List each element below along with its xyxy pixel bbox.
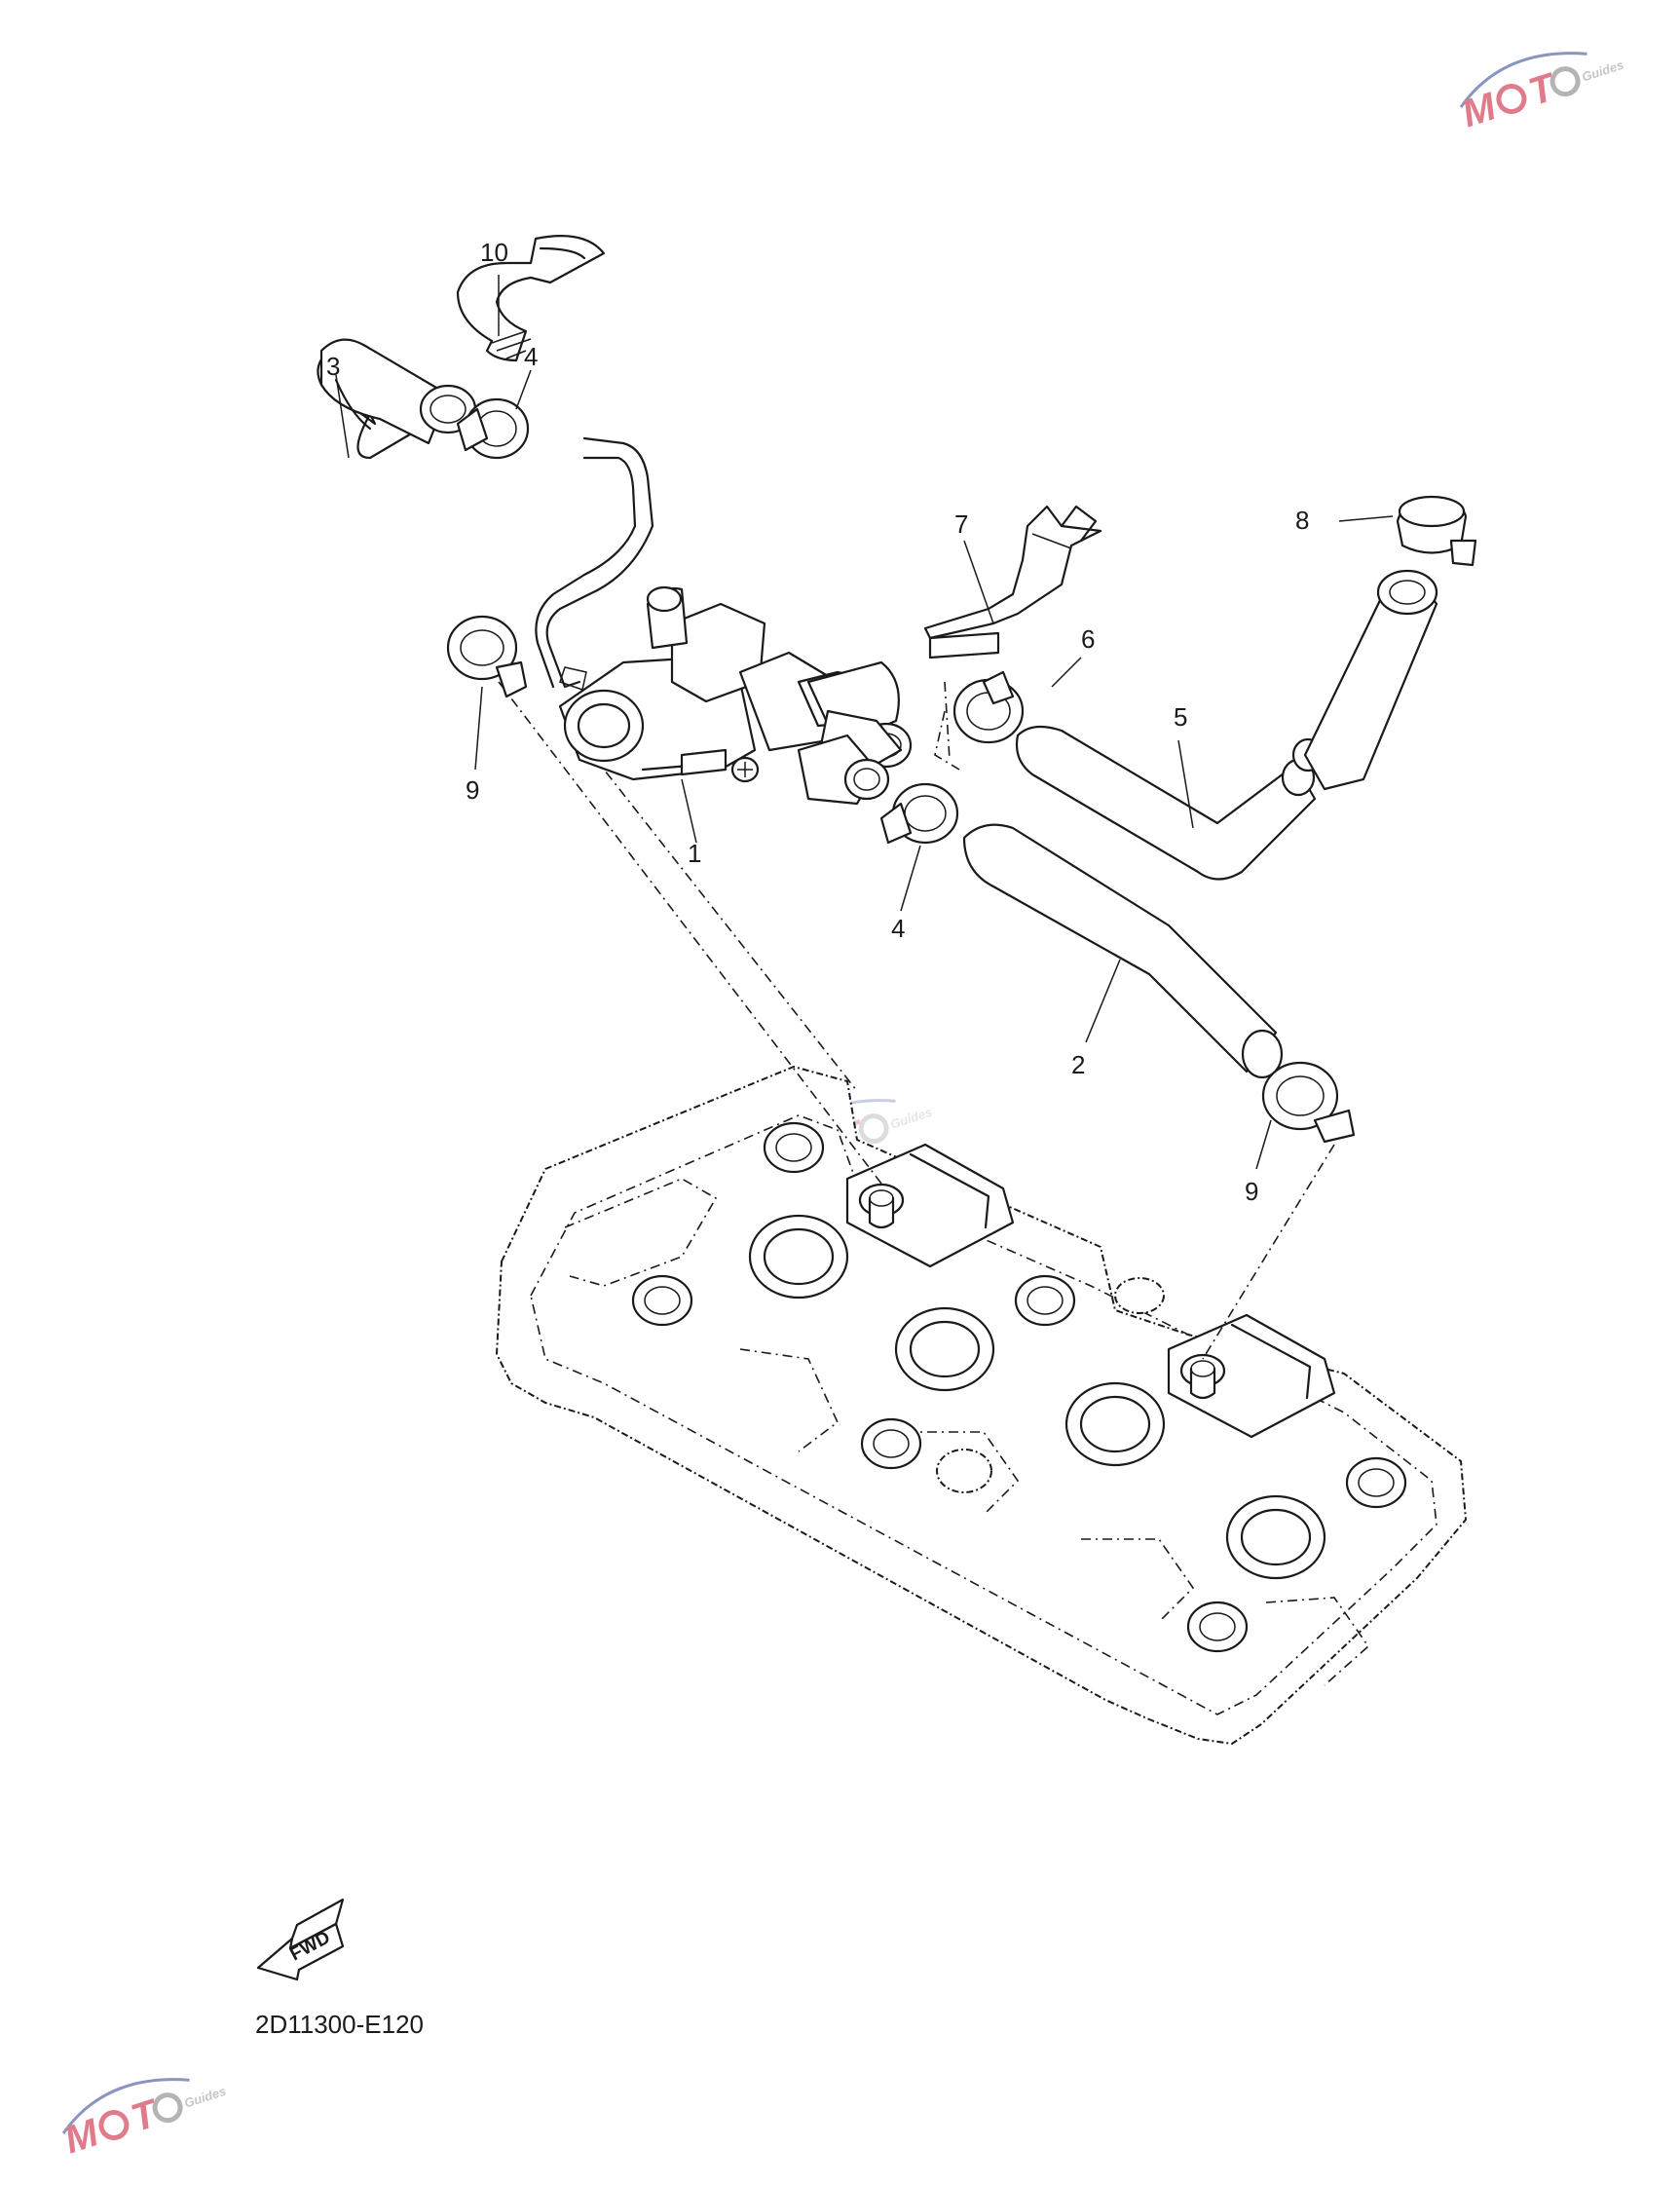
reed-valve-cover-left [845,1143,1015,1268]
diagram-part-code: 2D11300-E120 [255,2010,424,2039]
vacuum-hose [535,436,654,691]
callout-9-right: 9 [1245,1177,1258,1206]
bolt-boss [1186,1601,1249,1653]
plug-well [748,1214,849,1300]
callout-2: 2 [1071,1050,1085,1079]
svg-text:Guides: Guides [888,1105,934,1132]
callout-4-upper: 4 [524,342,538,371]
svg-text:Guides: Guides [182,2084,228,2111]
hose-clamp-4-mid [879,782,959,845]
watermark-logo-bottom: M T Guides [59,2078,228,2163]
valve-outlet-pipe-upper [806,660,913,772]
callout-10: 10 [480,238,508,267]
bolt-boss [631,1274,693,1327]
valve-outlet-pipe-lower [797,734,890,806]
bracket-7 [923,505,1102,659]
hose-2 [962,823,1284,1079]
bolt-boss [763,1121,825,1174]
callout-6: 6 [1081,624,1095,654]
clamp-10 [456,235,606,362]
plug-well [1064,1381,1166,1467]
cap-8 [1396,495,1477,567]
hose-3 [317,338,477,460]
air-cut-valve-1 [558,585,883,783]
plug-well [894,1306,995,1392]
hose-8-upper [1303,569,1438,791]
callout-5: 5 [1174,702,1187,732]
svg-text:Guides: Guides [1580,57,1625,85]
callout-1: 1 [688,839,701,868]
callout-labels: 10 3 4 7 8 6 5 9 1 4 2 9 [326,238,1309,1206]
assembly-centerlines [498,681,1335,1360]
svg-text:M: M [59,2111,105,2163]
bolt-boss [1014,1274,1076,1327]
hose-clamp-6 [952,670,1025,744]
hose-clamp-9-right [1261,1061,1356,1144]
forward-arrow-icon: FWD [256,1898,345,1981]
callout-9-left: 9 [466,775,479,805]
watermark-logo-top: M T Guides [1457,52,1625,136]
hose-clamp-4-upper [456,397,530,460]
hose-5 [1015,725,1325,881]
callout-4-mid: 4 [891,914,905,943]
cylinder-head-cover [496,1066,1467,1745]
svg-text:M: M [1457,85,1503,136]
leader-lines [335,275,1394,1170]
bolt-boss [1345,1456,1407,1509]
callout-3: 3 [326,352,340,381]
callout-8: 8 [1295,506,1309,535]
hose-clamp-9-left [446,615,528,698]
callout-7: 7 [954,509,968,539]
plug-well [1225,1494,1326,1580]
bolt-boss [860,1417,922,1470]
